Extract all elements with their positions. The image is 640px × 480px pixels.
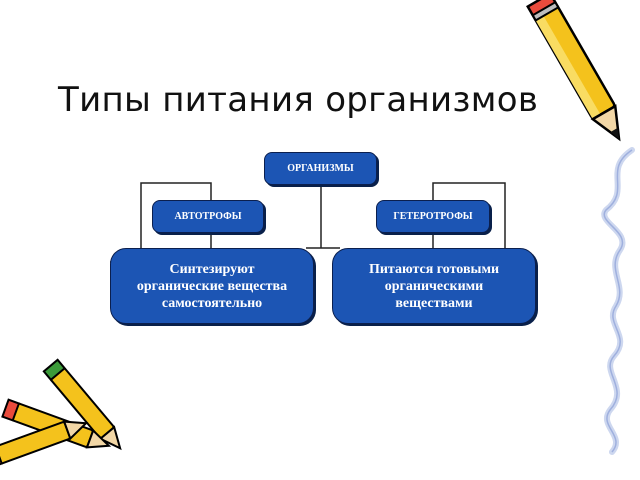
slide-title: Типы питания организмов	[58, 80, 539, 120]
heterotrophs-description: Питаются готовыми органическими вещества…	[332, 248, 536, 324]
root-node-organisms: ОРГАНИЗМЫ	[264, 152, 377, 185]
autotrophs-label: АВТОТРОФЫ	[174, 211, 242, 222]
autotrophs-description: Синтезируют органические вещества самост…	[110, 248, 314, 324]
root-node-label: ОРГАНИЗМЫ	[287, 163, 354, 174]
heterotrophs-description-text: Питаются готовыми органическими вещества…	[368, 261, 500, 311]
autotrophs-description-text: Синтезируют органические вещества самост…	[136, 261, 288, 311]
type-node-heterotrophs: ГЕТЕРОТРОФЫ	[376, 200, 490, 233]
type-node-autotrophs: АВТОТРОФЫ	[152, 200, 264, 233]
heterotrophs-label: ГЕТЕРОТРОФЫ	[393, 211, 473, 222]
